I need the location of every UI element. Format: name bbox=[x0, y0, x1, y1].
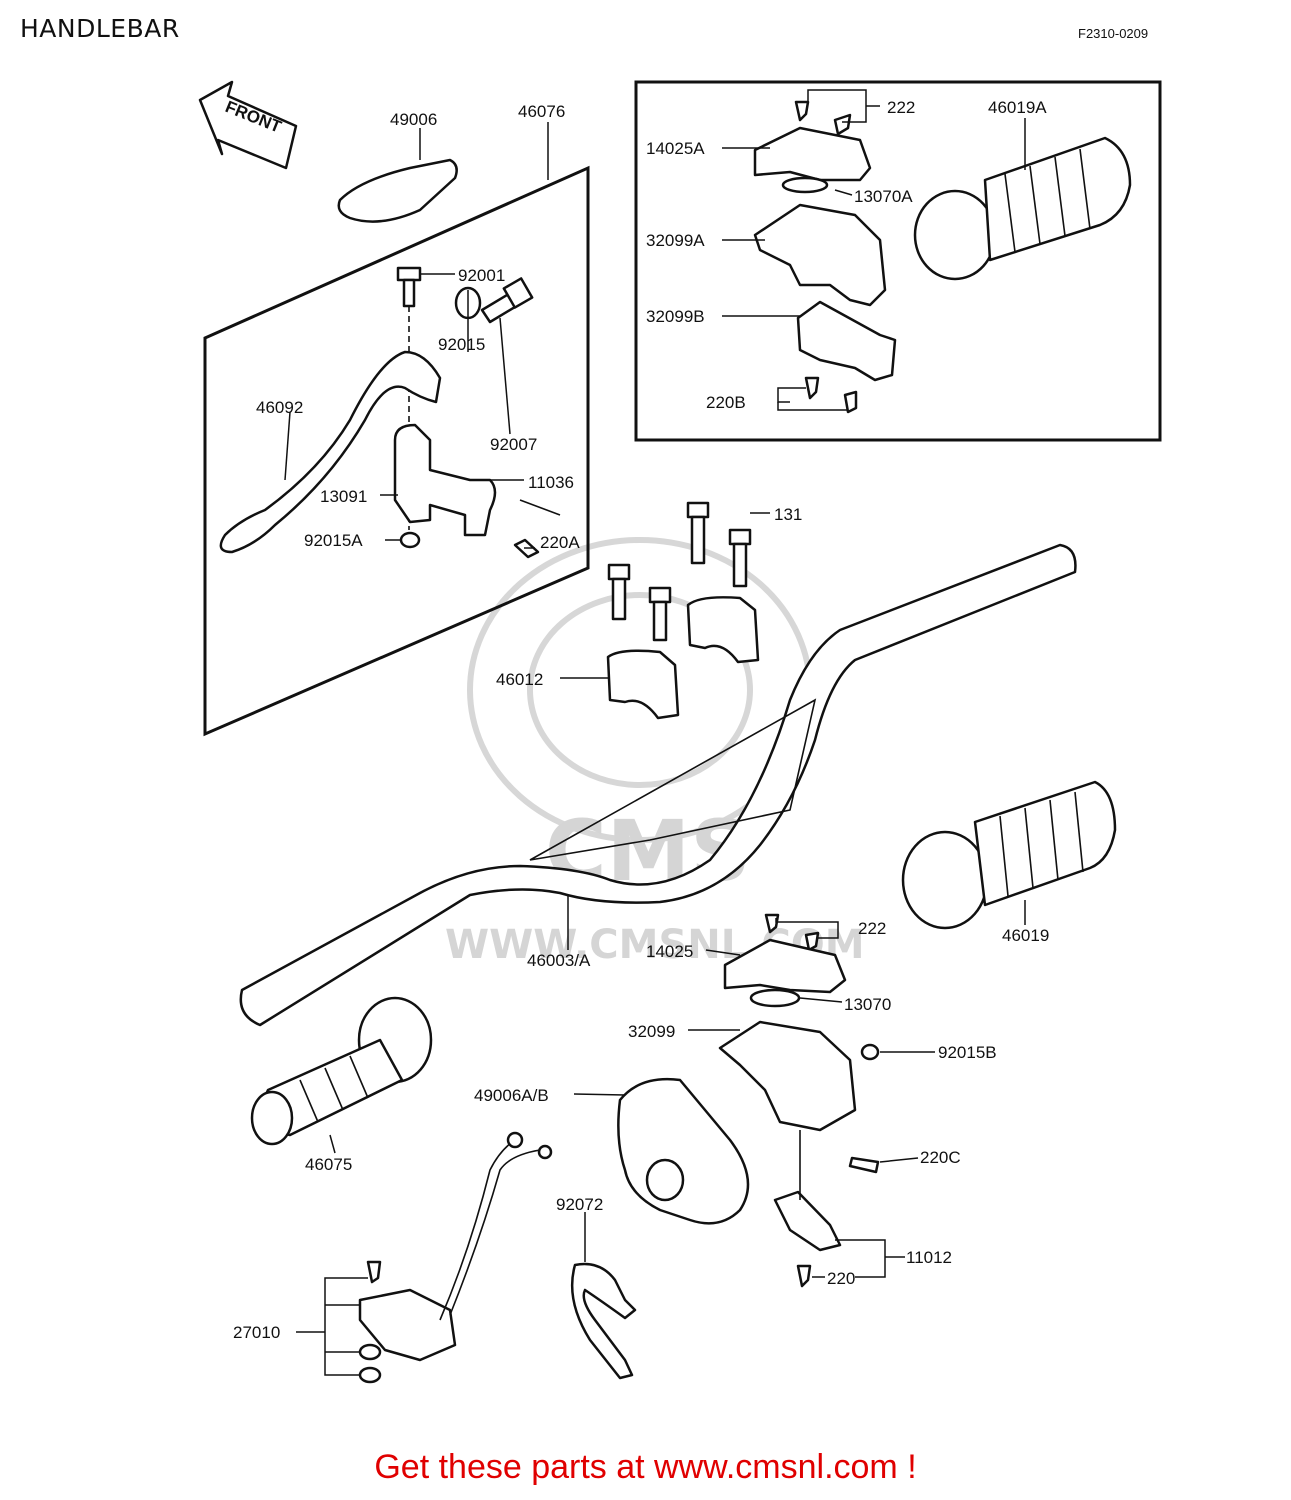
diagram-code: F2310-0209 bbox=[1078, 26, 1149, 41]
label-220: 220 bbox=[827, 1269, 855, 1288]
washer-13070a bbox=[781, 176, 829, 194]
housing-cover-49006ab bbox=[617, 1078, 750, 1225]
cover-14025 bbox=[723, 938, 847, 994]
washer-13070 bbox=[749, 988, 801, 1008]
handlebar-46003 bbox=[239, 543, 1077, 1027]
label-46019: 46019 bbox=[1002, 926, 1049, 945]
label-220a: 220A bbox=[540, 533, 580, 552]
screw-220c bbox=[848, 1156, 880, 1174]
throttle-housing-32099a bbox=[753, 203, 887, 307]
bolt-92001 bbox=[396, 266, 422, 308]
label-92007: 92007 bbox=[490, 435, 537, 454]
label-222-top: 222 bbox=[887, 98, 915, 117]
label-46075: 46075 bbox=[305, 1155, 352, 1174]
label-32099: 32099 bbox=[628, 1022, 675, 1041]
label-11012: 11012 bbox=[906, 1248, 952, 1267]
label-46003a: 46003/A bbox=[527, 951, 591, 970]
throttle-group-box bbox=[634, 80, 1162, 442]
label-14025: 14025 bbox=[646, 942, 693, 961]
screw-220b bbox=[804, 376, 858, 414]
label-220b: 220B bbox=[706, 393, 746, 412]
throttle-housing-32099b bbox=[796, 300, 897, 382]
label-14025a: 14025A bbox=[646, 139, 705, 158]
kill-switch-27010 bbox=[358, 1131, 553, 1384]
leader-lines bbox=[284, 89, 1026, 1376]
throttle-housing-32099 bbox=[718, 1020, 857, 1132]
screw-222a bbox=[794, 100, 852, 136]
lever-cover bbox=[337, 158, 458, 223]
label-92015b: 92015B bbox=[938, 1043, 997, 1062]
nut-92015a bbox=[399, 531, 421, 549]
label-92015a: 92015A bbox=[304, 531, 363, 550]
front-arrow-icon: FRONT bbox=[198, 80, 298, 170]
label-46012: 46012 bbox=[496, 670, 543, 689]
throttle-grip-46019a bbox=[913, 136, 1132, 281]
label-11036: 11036 bbox=[528, 473, 574, 492]
label-32099a: 32099A bbox=[646, 231, 705, 250]
clutch-lever bbox=[219, 350, 442, 554]
label-222-bottom: 222 bbox=[858, 919, 886, 938]
nut-92015b bbox=[860, 1043, 880, 1061]
label-131: 131 bbox=[774, 505, 802, 524]
grip-46019 bbox=[901, 780, 1117, 930]
bolts-131 bbox=[607, 501, 752, 642]
label-32099b: 32099B bbox=[646, 307, 705, 326]
label-49006ab: 49006A/B bbox=[474, 1086, 549, 1105]
clamp-46012-rear bbox=[686, 596, 760, 664]
label-92001: 92001 bbox=[458, 266, 505, 285]
label-46019a: 46019A bbox=[988, 98, 1047, 117]
label-13070: 13070 bbox=[844, 995, 891, 1014]
part-labels: 49006 46076 92001 92015 46092 92007 1103… bbox=[233, 98, 1049, 1342]
grip-46075 bbox=[250, 996, 433, 1146]
lever-bracket bbox=[393, 423, 497, 537]
clamp-46012-front bbox=[606, 649, 680, 720]
label-92015: 92015 bbox=[438, 335, 485, 354]
cable-clamp-92072 bbox=[570, 1262, 637, 1380]
label-46076: 46076 bbox=[518, 102, 565, 121]
label-220c: 220C bbox=[920, 1148, 961, 1167]
screw-220 bbox=[796, 1264, 812, 1288]
label-46092: 46092 bbox=[256, 398, 303, 417]
label-49006: 49006 bbox=[390, 110, 437, 129]
cover-14025a bbox=[753, 126, 872, 182]
label-13091: 13091 bbox=[320, 487, 367, 506]
label-92072: 92072 bbox=[556, 1195, 603, 1214]
page-title: HANDLEBAR bbox=[20, 14, 180, 43]
throttle-cable-bracket-11012 bbox=[773, 1190, 842, 1252]
screw-222b bbox=[764, 913, 820, 952]
footer-link[interactable]: Get these parts at www.cmsnl.com ! bbox=[374, 1448, 917, 1486]
label-13070a: 13070A bbox=[854, 187, 913, 206]
label-27010: 27010 bbox=[233, 1323, 280, 1342]
lever-group-box bbox=[203, 165, 590, 737]
